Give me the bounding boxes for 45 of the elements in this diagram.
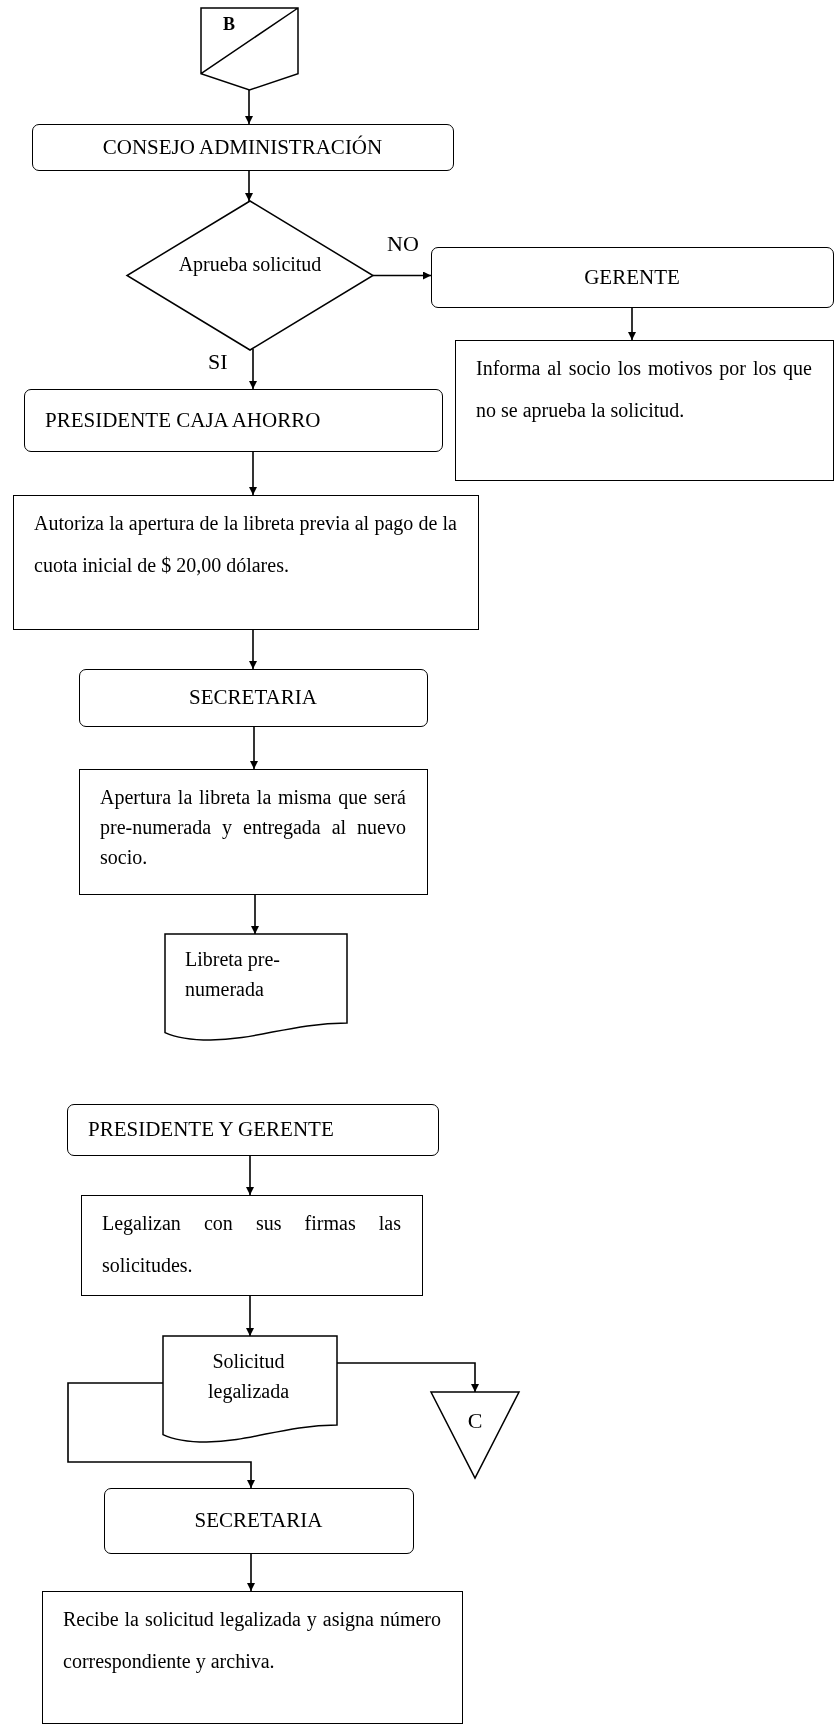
role-box	[79, 669, 428, 727]
off-page-connector	[201, 8, 298, 90]
process-box	[13, 495, 479, 630]
node-label: C	[466, 1408, 484, 1434]
arrow	[246, 1295, 254, 1337]
role-box	[104, 1488, 414, 1554]
arrow	[249, 629, 257, 670]
process-box	[42, 1591, 463, 1724]
role-box	[431, 247, 834, 308]
arrow	[372, 271, 432, 280]
role-box	[24, 389, 443, 452]
node-label: B	[223, 14, 235, 35]
node-label: SECRETARIA	[193, 1508, 324, 1534]
node-label: Legalizan con sus firmas las solicitudes.	[102, 1211, 401, 1278]
node-label: Informa al socio los motivos por los que no se aprueba la solicitud.	[476, 356, 812, 424]
node-label: Autoriza la apertura de la libreta previa al pago de la cuota inicial de $ 20,00 dólares.	[34, 511, 457, 578]
node-label: GERENTE	[583, 264, 681, 291]
arrow	[628, 307, 636, 341]
node-label: PRESIDENTE Y GERENTE	[88, 1117, 335, 1143]
node-label: Aprueba solicitud	[177, 251, 323, 278]
node-label: CONSEJO ADMINISTRACIÓN	[101, 134, 384, 161]
node-label: Solicitud legalizada	[206, 1349, 291, 1405]
process-box	[455, 340, 834, 481]
node-label: Libreta pre-numerada	[185, 947, 281, 1002]
document-shape	[163, 1336, 337, 1442]
role-box	[32, 124, 454, 171]
arrow	[245, 170, 253, 202]
decision-diamond	[127, 201, 373, 350]
arrow	[249, 348, 257, 390]
node-label: Apertura la libreta la misma que será pre-numerada y entregada al nuevo socio.	[100, 785, 406, 870]
arrow	[67, 1382, 255, 1489]
node-label: Recibe la solicitud legalizada y asigna número correspondiente y archiva.	[63, 1607, 441, 1675]
arrow	[250, 726, 258, 770]
arrow	[249, 451, 257, 496]
role-box	[67, 1104, 439, 1156]
node-label: SECRETARIA	[188, 685, 318, 711]
off-page-connector	[431, 1392, 519, 1478]
process-box	[79, 769, 428, 895]
arrow	[247, 1553, 255, 1592]
node-label: PRESIDENTE CAJA AHORRO	[45, 407, 322, 434]
document-shape	[165, 934, 347, 1040]
process-box	[81, 1195, 423, 1296]
arrow	[251, 894, 259, 935]
arrow	[246, 1155, 254, 1196]
arrow	[245, 89, 253, 125]
